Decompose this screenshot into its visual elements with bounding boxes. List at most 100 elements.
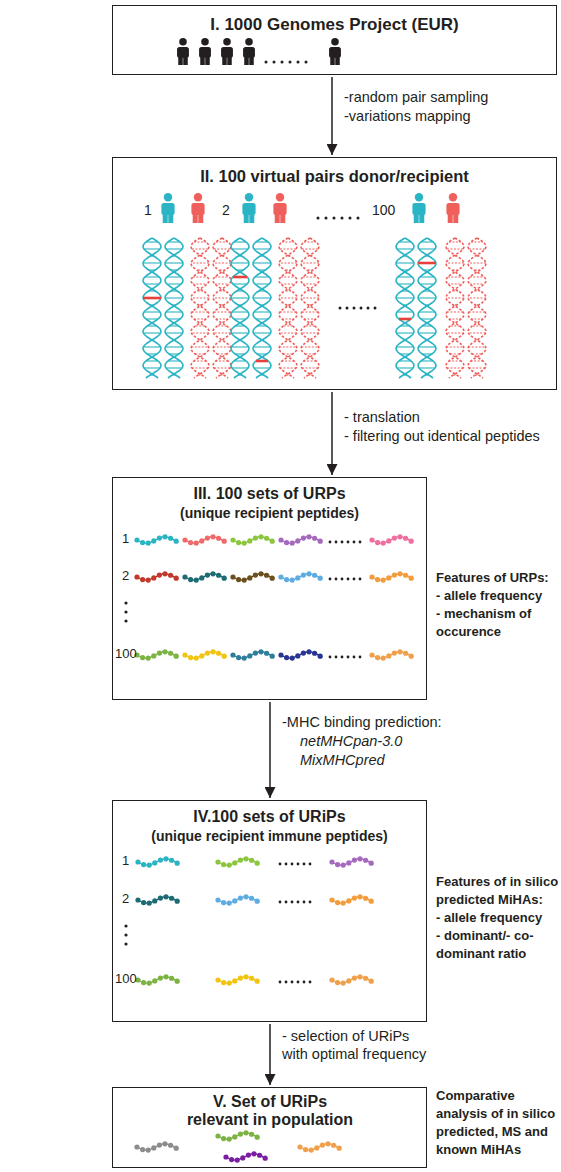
ellipsis-dot xyxy=(353,656,356,659)
amino-acid-dot xyxy=(375,577,380,582)
base-pair-rung xyxy=(215,276,229,277)
amino-acid-dot xyxy=(222,654,227,659)
base-pair-rung xyxy=(144,311,160,312)
amino-acid-dot xyxy=(168,573,173,578)
person-leg xyxy=(163,214,168,223)
ellipsis-dot xyxy=(357,217,360,220)
person-leg xyxy=(227,57,232,65)
base-pair-rung xyxy=(237,269,244,270)
base-pair-rung xyxy=(198,304,201,305)
amino-acid-dot xyxy=(242,655,247,660)
peptide-chain xyxy=(230,649,274,660)
person-icon xyxy=(191,193,204,223)
person-head xyxy=(245,38,253,46)
peptide-chain xyxy=(297,1141,341,1152)
base-pair-rung xyxy=(396,297,414,298)
tool-name: netMHCpan-3.0 xyxy=(300,732,402,750)
base-pair-rung xyxy=(238,374,241,375)
amino-acid-dot xyxy=(341,862,346,867)
peptide-chain xyxy=(135,974,179,985)
base-pair-rung xyxy=(145,276,159,277)
peptide-chain xyxy=(223,1151,267,1162)
amino-acid-dot xyxy=(215,859,220,864)
base-pair-rung xyxy=(257,353,266,354)
amino-acid-dot xyxy=(242,577,247,582)
amino-acid-dot xyxy=(409,539,414,544)
amino-acid-dot xyxy=(251,1151,256,1156)
dna-helix xyxy=(396,238,414,378)
amino-acid-dot xyxy=(255,861,260,866)
amino-acid-dot xyxy=(243,894,248,899)
base-pair-rung xyxy=(165,332,182,333)
base-pair-rung xyxy=(450,353,459,354)
base-pair-rung xyxy=(279,262,297,263)
pairs-illustration xyxy=(143,193,486,378)
amino-acid-dot xyxy=(258,571,263,576)
amino-acid-dot xyxy=(369,979,374,984)
amino-acid-dot xyxy=(158,895,163,900)
base-pair-rung xyxy=(235,353,244,354)
amino-acid-dot xyxy=(151,575,156,580)
stage-box: V. Set of URiPs relevant in population xyxy=(112,1087,427,1168)
dna-strand xyxy=(143,238,161,378)
amino-acid-dot xyxy=(194,655,199,660)
amino-acid-dot xyxy=(312,536,317,541)
base-pair-rung xyxy=(143,332,160,333)
flow-arrow xyxy=(331,77,333,155)
base-pair-rung xyxy=(214,367,230,368)
ellipsis-dots xyxy=(329,656,362,659)
flow-arrow xyxy=(331,392,333,475)
base-pair-rung xyxy=(475,255,478,256)
base-pair-rung xyxy=(198,255,201,256)
dna-helix xyxy=(468,238,486,378)
base-pair-rung xyxy=(471,318,483,319)
base-pair-rung xyxy=(172,374,175,375)
amino-acid-dot xyxy=(236,655,241,660)
base-pair-rung xyxy=(194,360,206,361)
peptide-chain xyxy=(369,649,413,660)
ellipsis-dot xyxy=(335,541,338,544)
amino-acid-dot xyxy=(236,577,241,582)
ellipsis-dot xyxy=(347,578,350,581)
amino-acid-dot xyxy=(240,1155,245,1160)
dna-helix xyxy=(143,238,161,378)
base-pair-rung xyxy=(452,269,459,270)
amino-acid-dot xyxy=(363,858,368,863)
base-pair-rung xyxy=(166,248,182,249)
base-pair-rung xyxy=(220,374,223,375)
base-pair-rung xyxy=(145,283,159,284)
feature-note: Comparative analysis of in silico predic… xyxy=(436,1087,561,1159)
peptide-chain xyxy=(134,534,178,545)
ellipsis-dots xyxy=(279,901,312,904)
variant-mark xyxy=(418,262,436,265)
ellipsis-dot xyxy=(279,981,282,984)
amino-acid-dot xyxy=(312,651,317,656)
amino-acid-dot xyxy=(363,976,368,981)
amino-acid-dot xyxy=(134,1144,139,1149)
base-pair-rung xyxy=(448,276,462,277)
base-pair-rung xyxy=(446,332,463,333)
base-pair-rung xyxy=(403,374,406,375)
ellipsis-dot xyxy=(124,924,127,927)
base-pair-rung xyxy=(213,262,231,263)
ellipsis-dot xyxy=(285,901,288,904)
amino-acid-dot xyxy=(152,898,157,903)
ellipsis-dot xyxy=(279,863,282,866)
base-pair-rung xyxy=(193,283,207,284)
stage-title: III. 100 sets of URPs xyxy=(113,485,426,503)
base-pair-rung xyxy=(447,367,463,368)
amino-acid-dot xyxy=(392,572,397,577)
base-pair-rung xyxy=(235,325,244,326)
ellipsis-dot xyxy=(353,578,356,581)
ellipsis-dots xyxy=(124,924,127,945)
base-pair-rung xyxy=(286,255,289,256)
ellipsis-dot xyxy=(297,863,300,866)
ellipsis-dot xyxy=(360,307,363,310)
person-icon xyxy=(412,193,425,223)
base-pair-rung xyxy=(150,255,153,256)
amino-acid-dot xyxy=(270,576,275,581)
dna-strand xyxy=(279,238,297,378)
amino-acid-dot xyxy=(174,576,179,581)
peptide-chain xyxy=(369,571,413,582)
ellipsis-dots xyxy=(265,61,308,64)
